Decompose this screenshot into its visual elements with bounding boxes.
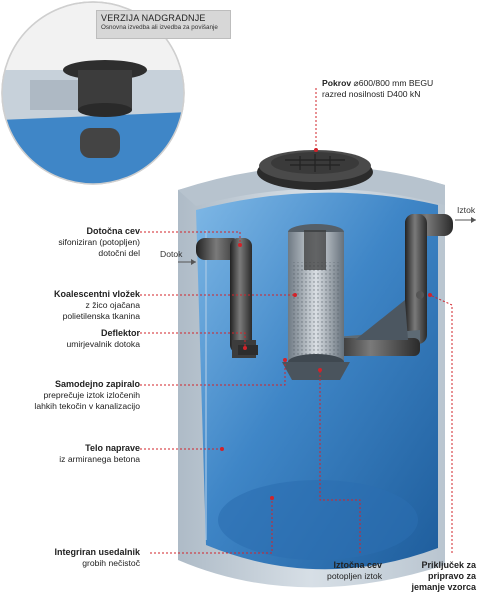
- inset-title-box: VERZIJA NADGRADNJE Osnovna izvedba ali i…: [96, 10, 231, 39]
- label-deflektor-title: Deflektor: [100, 328, 140, 338]
- deflector: [238, 345, 258, 355]
- label-telo: Telo naprave iz armiranega betona: [0, 443, 140, 465]
- leader-dots: [220, 148, 432, 500]
- label-telo-line1: iz armiranega betona: [59, 454, 140, 464]
- label-zapiralo: Samodejno zapiralo preprečuje iztok izlo…: [0, 379, 140, 412]
- label-zapiralo-line2: lahkih tekočin v kanalizacijo: [34, 401, 140, 411]
- label-deflektor-line1: umirjevalnik dotoka: [66, 339, 140, 349]
- outflow-arrow: [455, 217, 476, 223]
- label-koalescentni-title: Koalescentni vložek: [53, 289, 140, 299]
- label-prikljucek-line2: pripravo za: [427, 571, 476, 581]
- label-dotocna-cev-line2: dotočni del: [98, 248, 140, 258]
- label-iztocna-cev-line1: potopljen iztok: [327, 571, 382, 581]
- label-dotocna-cev-title: Dotočna cev: [86, 226, 140, 236]
- label-dotok: Dotok: [160, 249, 183, 259]
- label-dotocna-cev: Dotočna cev sifoniziran (potopljen) doto…: [0, 226, 140, 259]
- label-iztocna-cev: Iztočna cev potopljen iztok: [300, 560, 382, 582]
- label-iztocna-cev-title: Iztočna cev: [333, 560, 382, 570]
- label-koalescentni-line1: z žico ojačana: [85, 300, 140, 310]
- inset-title: VERZIJA NADGRADNJE: [101, 13, 206, 23]
- label-zapiralo-line1: preprečuje iztok izločenih: [43, 390, 141, 400]
- inflow-arrow: [178, 259, 196, 265]
- leader-lines: [140, 88, 453, 554]
- label-zapiralo-title: Samodejno zapiralo: [54, 379, 140, 389]
- label-deflektor: Deflektor umirjevalnik dotoka: [0, 328, 140, 350]
- label-usedalnik-title: Integriran usedalnik: [54, 547, 140, 557]
- label-usedalnik-line1: grobih nečistoč: [82, 558, 140, 568]
- label-prikljucek: Priključek za pripravo za jemanje vzorca: [392, 560, 476, 593]
- label-telo-title: Telo naprave: [85, 443, 140, 453]
- label-koalescentni-line2: polietilenska tkanina: [62, 311, 140, 321]
- label-pokrov-line2: razred nosilnosti D400 kN: [322, 89, 421, 99]
- label-dotocna-cev-line1: sifoniziran (potopljen): [58, 237, 140, 247]
- label-iztok: Iztok: [457, 205, 476, 215]
- label-prikljucek-line1: Priključek za: [421, 560, 476, 570]
- manhole-cover: [257, 150, 373, 190]
- label-pokrov: Pokrov ⌀600/800 mm BEGU razred nosilnost…: [322, 78, 472, 100]
- label-pokrov-line1: ⌀600/800 mm BEGU: [353, 78, 434, 88]
- label-prikljucek-line3: jemanje vzorca: [411, 582, 476, 592]
- inset-subtitle: Osnovna izvedba ali izvedba za povišanje: [101, 24, 218, 31]
- label-pokrov-title: Pokrov: [322, 78, 352, 88]
- label-usedalnik: Integriran usedalnik grobih nečistoč: [0, 547, 140, 569]
- coalescent-cartridge: [282, 224, 350, 380]
- label-koalescentni: Koalescentni vložek z žico ojačana polie…: [0, 289, 140, 322]
